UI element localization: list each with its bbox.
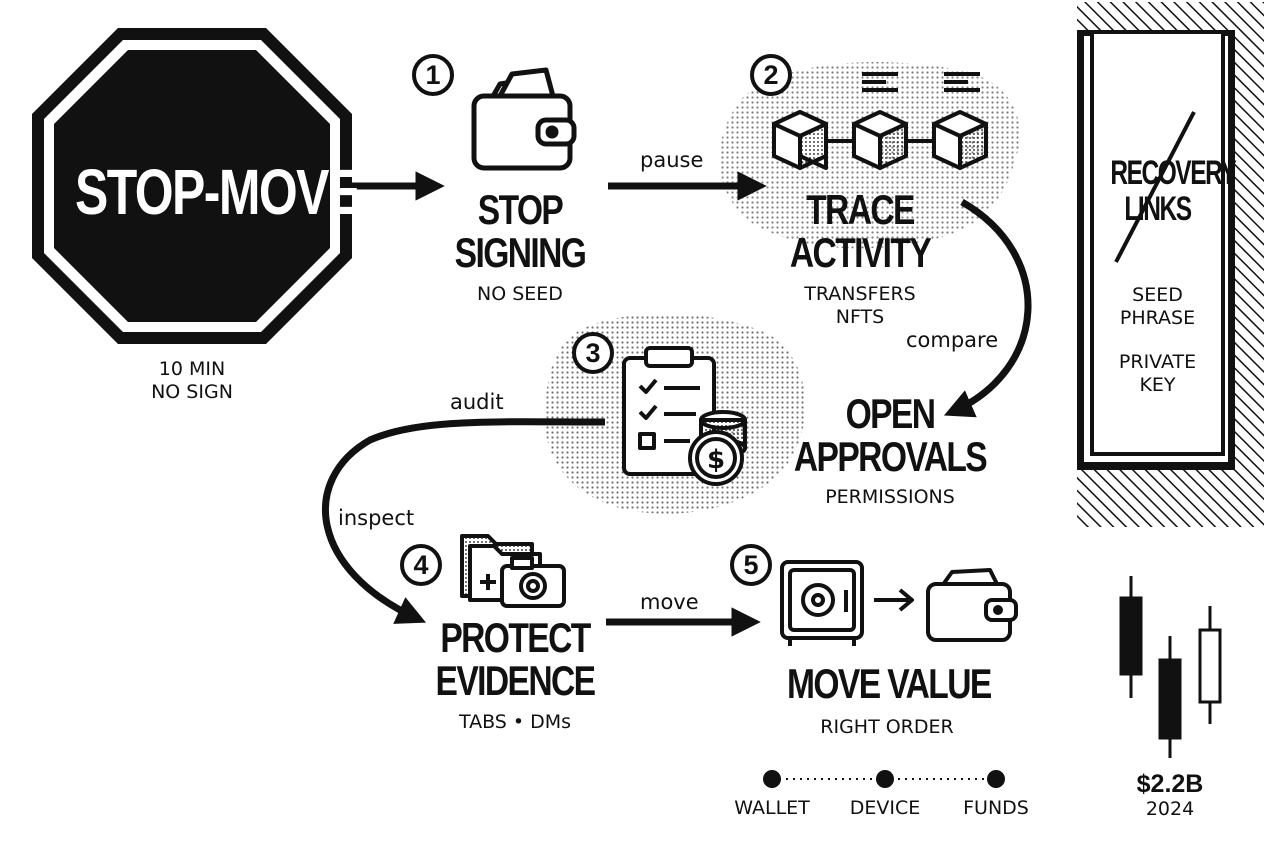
timeline-label-wallet: WALLET	[734, 797, 810, 819]
timeline-track	[763, 770, 1005, 788]
step-5-number: 5	[730, 544, 772, 586]
clipboard-checklist-icon: $	[622, 346, 747, 486]
step-1-subtitle: NO SEED	[477, 283, 563, 305]
connector-label-audit: audit	[450, 390, 504, 414]
warning-panel-frame	[1077, 2, 1264, 527]
strike-through-line	[1114, 111, 1196, 263]
step-4-title-line-2: EVIDENCE	[435, 657, 597, 704]
warning-struck-label-line-1: RECOVERY	[1110, 154, 1236, 192]
folder-camera-icon	[460, 534, 566, 608]
step-3-subtitle: PERMISSIONS	[825, 486, 955, 508]
step-4-title-line-1: PROTECT	[440, 614, 591, 661]
stop-sign-octagon	[32, 28, 352, 344]
step-3-title-line-2: APPROVALS	[793, 433, 988, 480]
step-2-subtitle-line-1: TRANSFERS	[804, 283, 916, 305]
step-1-title-line-2: SIGNING	[454, 229, 587, 276]
timeline-label-funds: FUNDS	[963, 797, 1029, 819]
connector-label-compare: compare	[906, 328, 999, 352]
warning-item-seed-line-1: SEED	[1132, 284, 1183, 306]
step-1-number: 1	[412, 54, 454, 96]
blockchain-icon	[772, 72, 988, 170]
timeline-label-device: DEVICE	[849, 797, 921, 819]
arrow-audit-inspect	[322, 418, 606, 624]
step-5-title: MOVE VALUE	[787, 660, 992, 707]
connector-label-pause: pause	[640, 148, 704, 172]
connector-label-move: move	[640, 590, 699, 614]
wallet-icon	[471, 67, 577, 171]
stop-note-line-2: NO SIGN	[151, 381, 233, 403]
stop-note-line-1: 10 MIN	[158, 358, 226, 380]
step-1-title-line-1: STOP	[477, 186, 564, 233]
warning-struck-label-line-2: LINKS	[1124, 190, 1192, 228]
step-2-subtitle-line-2: NFTS	[835, 306, 885, 328]
step-2-title-line-2: ACTIVITY	[789, 229, 932, 276]
warning-item-key-line-1: PRIVATE	[1118, 351, 1197, 373]
step-4-number: 4	[400, 544, 442, 586]
step-3-number: 3	[572, 332, 614, 374]
step-5-subtitle: RIGHT ORDER	[820, 716, 954, 738]
safe-to-wallet-icon	[780, 560, 1018, 646]
step-4-subtitle: TABS • DMs	[458, 711, 572, 733]
step-2-number: 2	[750, 54, 792, 96]
candlestick-chart-icon	[1119, 576, 1222, 758]
step-3-title-line-1: OPEN	[845, 390, 936, 437]
svg-text:$: $	[707, 445, 725, 475]
warning-item-seed-line-2: PHRASE	[1119, 307, 1196, 329]
warning-item-key-line-2: KEY	[1139, 374, 1176, 396]
stat-value: $2.2B	[1136, 770, 1204, 798]
arrow-compare	[943, 198, 1032, 418]
connector-label-inspect: inspect	[338, 506, 415, 530]
stop-sign-label: STOP-MOVE	[75, 156, 361, 228]
step-2-title-line-1: TRACE	[806, 186, 915, 233]
stat-year: 2024	[1145, 798, 1195, 820]
